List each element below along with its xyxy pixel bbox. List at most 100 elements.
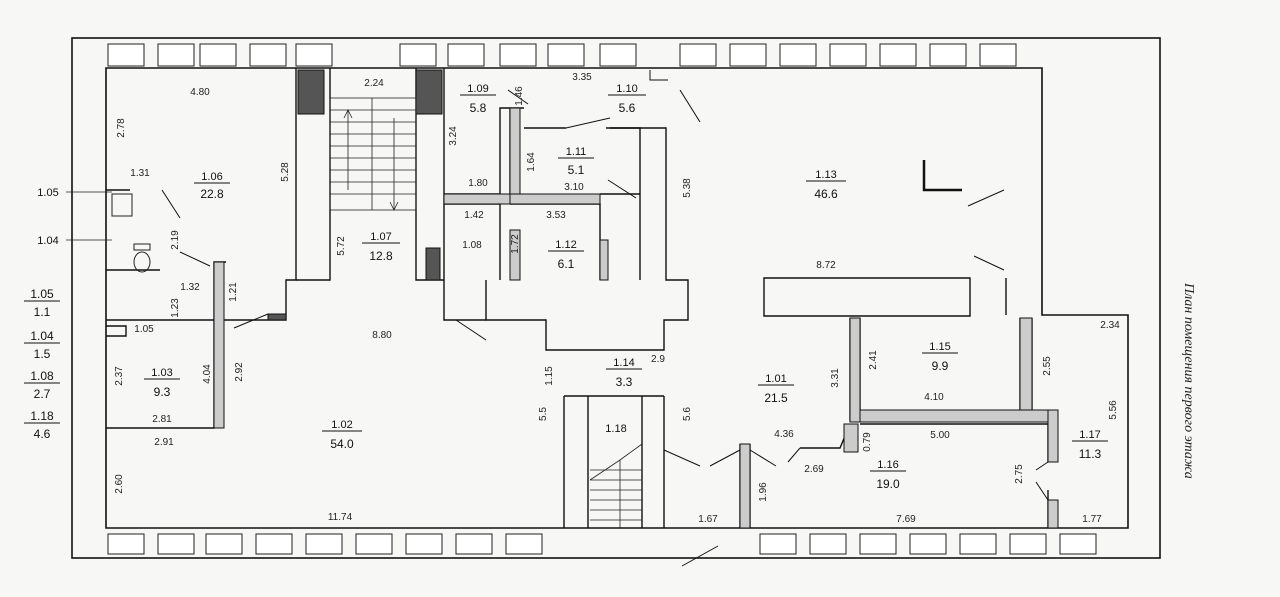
plan-title: План помещения первого этажа xyxy=(1181,283,1196,479)
dimension: 2.60 xyxy=(114,474,125,494)
dimension: 4.80 xyxy=(190,87,210,98)
dimension: 2.19 xyxy=(170,230,181,250)
room-id: 1.03 xyxy=(151,367,172,379)
dimension: 5.00 xyxy=(930,430,950,441)
room-area: 11.3 xyxy=(1079,447,1102,461)
room-id: 1.15 xyxy=(929,341,950,353)
dimension: 1.77 xyxy=(1082,514,1102,525)
room-area: 3.3 xyxy=(616,375,633,389)
dimension: 1.96 xyxy=(758,482,769,502)
room-id: 1.16 xyxy=(877,459,898,471)
legend-id: 1.05 xyxy=(30,287,54,301)
legend-area: 2.7 xyxy=(34,387,51,401)
room-id: 1.06 xyxy=(201,171,222,183)
room-id: 1.01 xyxy=(765,373,786,385)
dimension: 1.05 xyxy=(134,324,154,335)
dimension: 5.5 xyxy=(538,407,549,421)
legend-area: 1.1 xyxy=(34,305,51,319)
legend: 1.05 1.1 1.04 1.5 1.08 2.7 1.18 4.6 xyxy=(24,287,60,441)
column-hatch xyxy=(267,69,443,321)
dimension: 1.08 xyxy=(462,240,482,251)
room-area: 5.1 xyxy=(568,163,585,177)
dimension: 2.24 xyxy=(364,78,384,89)
toilet-icon xyxy=(133,251,151,273)
room-area: 21.5 xyxy=(764,391,788,405)
outer-walls xyxy=(71,37,1161,559)
room-area: 9.3 xyxy=(154,385,171,399)
dimension: 1.80 xyxy=(468,178,488,189)
legend-id: 1.04 xyxy=(30,329,54,343)
dimension: 11.74 xyxy=(328,512,353,523)
legend-area: 4.6 xyxy=(34,427,51,441)
dimension: 2.75 xyxy=(1014,464,1025,484)
dimension: 5.28 xyxy=(280,162,291,182)
staircase-1-18 xyxy=(589,443,643,528)
dimension: 4.04 xyxy=(202,364,213,384)
room-id: 1.14 xyxy=(613,357,634,369)
dimension: 5.72 xyxy=(336,236,347,256)
room-id: 1.12 xyxy=(555,239,576,251)
room-area: 5.8 xyxy=(470,101,487,115)
dimension: 2.9 xyxy=(651,354,665,365)
toilet-fixtures xyxy=(111,193,151,273)
room-area: 9.9 xyxy=(932,359,949,373)
room-id: 1.07 xyxy=(370,231,391,243)
room-id: 1.10 xyxy=(616,83,637,95)
dimension: 5.6 xyxy=(682,407,693,421)
room-area: 22.8 xyxy=(200,187,224,201)
dimension: 1.64 xyxy=(526,152,537,172)
room-labels: 1.06 22.8 1.07 12.8 1.09 5.8 1.10 5.6 1.… xyxy=(37,83,1108,491)
room-id: 1.02 xyxy=(331,419,352,431)
legend-id: 1.18 xyxy=(30,409,54,423)
sink-icon xyxy=(111,193,133,217)
room-area: 54.0 xyxy=(330,437,354,451)
legend-area: 1.5 xyxy=(34,347,51,361)
dimension: 1.42 xyxy=(464,210,484,221)
dimension: 7.69 xyxy=(896,514,916,525)
interior-walls xyxy=(106,68,1057,528)
inner-wall-outline xyxy=(105,67,1129,529)
dimension: 1.31 xyxy=(130,168,150,179)
dimension: 2.34 xyxy=(1100,320,1120,331)
dimension: 8.80 xyxy=(372,330,392,341)
dimension: 3.10 xyxy=(564,182,584,193)
dimension-labels: 4.80 2.78 1.31 5.28 2.24 3.24 1.46 3.35 … xyxy=(114,72,1120,525)
dimension: 4.10 xyxy=(924,392,944,403)
room-area: 46.6 xyxy=(814,187,838,201)
doors xyxy=(161,70,1049,567)
dimension: 2.91 xyxy=(154,437,174,448)
dimension: 1.46 xyxy=(514,86,525,106)
dimension: 2.69 xyxy=(804,464,824,475)
room-id: 1.17 xyxy=(1079,429,1100,441)
room-area: 12.8 xyxy=(369,249,393,263)
dimension: 5.56 xyxy=(1108,400,1119,420)
dimension: 0.79 xyxy=(862,432,873,452)
room-area: 19.0 xyxy=(876,477,900,491)
dimension: 3.24 xyxy=(448,126,459,146)
dimension: 5.38 xyxy=(682,178,693,198)
dimension: 4.36 xyxy=(774,429,794,440)
dimension: 3.53 xyxy=(546,210,566,221)
windows-bottom xyxy=(107,533,1097,555)
room-id: 1.05 xyxy=(37,187,58,199)
dimension: 2.92 xyxy=(234,362,245,382)
staircase-1-07 xyxy=(329,97,417,211)
room-area: 6.1 xyxy=(558,257,575,271)
room-id: 1.13 xyxy=(815,169,836,181)
dimension: 2.41 xyxy=(868,350,879,370)
wall-fills xyxy=(213,107,1059,529)
dimension: 2.55 xyxy=(1042,356,1053,376)
dimension: 2.37 xyxy=(114,366,125,386)
room-area: 5.6 xyxy=(619,101,636,115)
dimension: 3.31 xyxy=(830,368,841,388)
room-id: 1.11 xyxy=(566,146,587,158)
dimension: 8.72 xyxy=(816,260,836,271)
dimension: 1.72 xyxy=(510,234,521,254)
dimension: 2.81 xyxy=(152,414,172,425)
leader-lines xyxy=(66,191,112,241)
dimension: 1.67 xyxy=(698,514,718,525)
room-id: 1.04 xyxy=(37,235,58,247)
dimension: 3.35 xyxy=(572,72,592,83)
outer-wall-outline xyxy=(71,37,1161,559)
